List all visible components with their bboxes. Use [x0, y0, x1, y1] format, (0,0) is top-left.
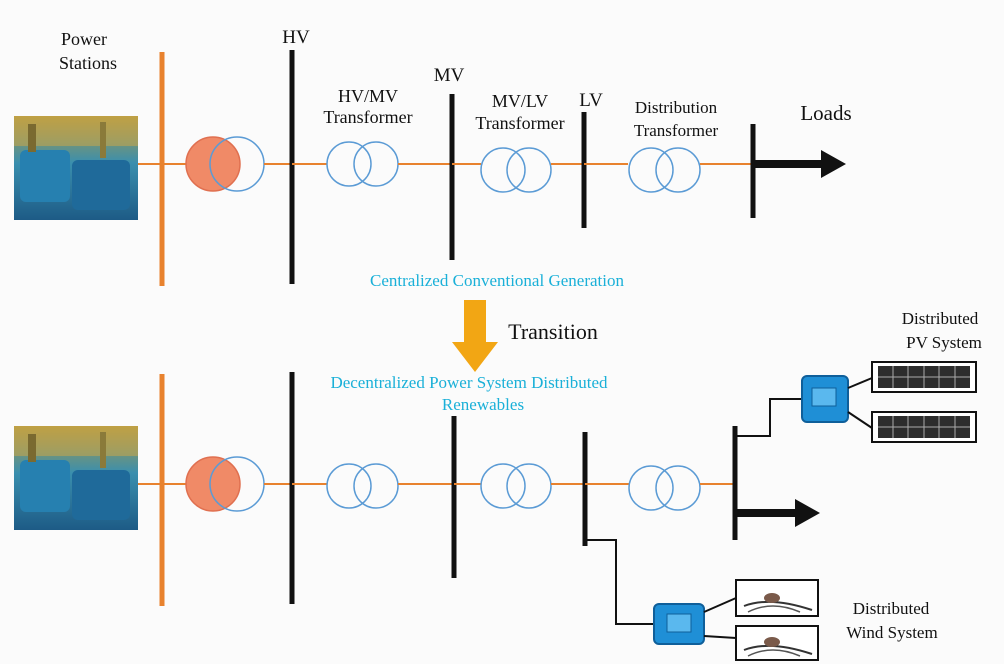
loads-label: Loads: [800, 101, 851, 125]
pv-panel-link: [847, 377, 873, 389]
mv-lv-transformer-icon-bottom: [480, 463, 552, 509]
lv-label: LV: [579, 90, 603, 111]
pv-inverter-icon: [801, 375, 849, 423]
hv-mv-transformer-icon-bottom: [326, 463, 399, 509]
distribution-label-1: Distribution: [635, 98, 718, 117]
wind-label-1: Distributed: [853, 599, 930, 618]
generator-icon-bottom: [185, 456, 265, 512]
mv-lv-transformer-icon-top: [480, 147, 552, 193]
distribution-label-2: Transformer: [634, 121, 719, 140]
mv-lv-label-1: MV/LV: [492, 91, 548, 111]
renewables-caption: Renewables: [442, 395, 524, 414]
wind-inverter-icon: [653, 603, 705, 645]
hv-label: HV: [282, 27, 310, 48]
power-stations-label-1: Power: [61, 29, 107, 49]
transition-label: Transition: [508, 319, 598, 344]
distribution-transformer-icon-top: [628, 147, 701, 193]
wind-turbine-link: [703, 597, 737, 613]
wind-turbine-link: [703, 635, 737, 639]
load-arrow-icon-bottom: [735, 499, 820, 527]
solar-panel-icon-2: [871, 411, 977, 443]
wind-turbine-icon-1: [735, 579, 819, 617]
pv-panel-link: [847, 411, 873, 429]
wind-turbine-icon-2: [735, 625, 819, 661]
wind-label-2: Wind System: [846, 623, 937, 642]
power-station-photo-icon-top: [14, 116, 138, 220]
decentralized-caption: Decentralized Power System Distributed: [330, 373, 608, 392]
transition-arrow-icon: [452, 300, 498, 372]
centralized-caption: Centralized Conventional Generation: [370, 271, 624, 290]
hv-mv-label-2: Transformer: [323, 107, 412, 127]
solar-panel-icon-1: [871, 361, 977, 393]
power-stations-label-2: Stations: [59, 53, 117, 73]
power-station-photo-icon-bottom: [14, 426, 138, 530]
wind-connection-line: [585, 539, 656, 625]
pv-label-1: Distributed: [902, 309, 979, 328]
mv-lv-label-2: Transformer: [475, 113, 564, 133]
pv-connection-line: [735, 398, 804, 437]
load-arrow-icon-top: [753, 150, 846, 178]
mv-label: MV: [434, 65, 465, 86]
hv-mv-transformer-icon-top: [326, 141, 399, 187]
hv-mv-label-1: HV/MV: [338, 86, 398, 106]
generator-icon-top: [185, 136, 265, 192]
distribution-transformer-icon-bottom: [628, 465, 701, 511]
pv-label-2: PV System: [906, 333, 982, 352]
